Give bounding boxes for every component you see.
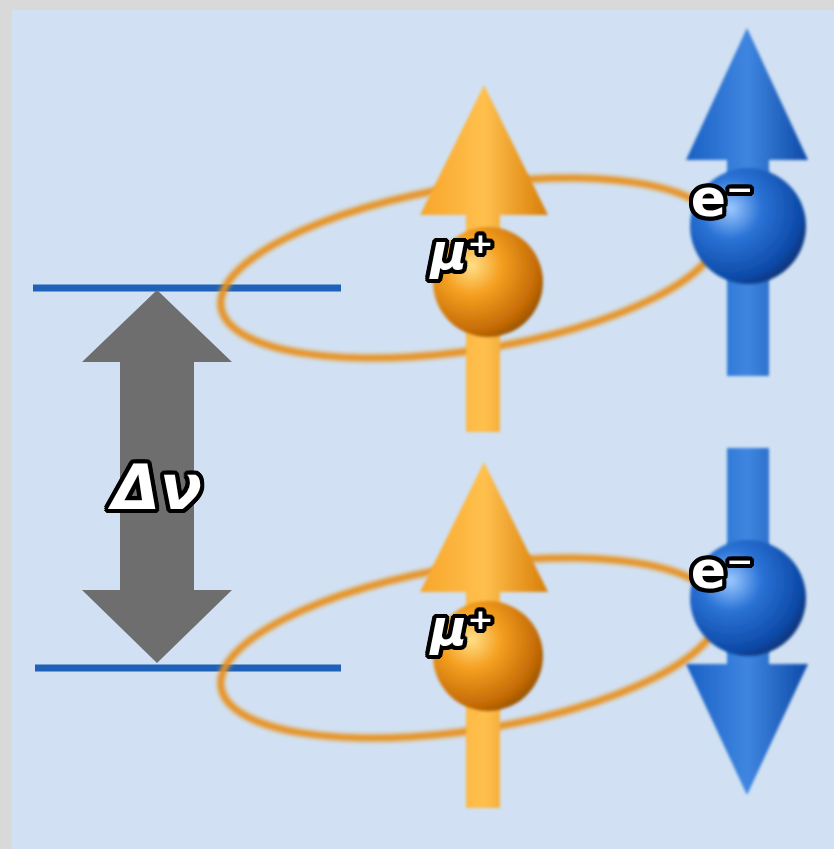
splitting-arrow bbox=[82, 290, 232, 663]
muon-label: μ⁺ bbox=[430, 223, 493, 281]
electron-sphere bbox=[690, 168, 806, 284]
muon-label: μ⁺ bbox=[430, 599, 493, 657]
electron-label-box: e⁻ bbox=[691, 172, 754, 224]
electron-label-box: e⁻ bbox=[691, 544, 754, 596]
muon-label-box: μ⁺ bbox=[430, 227, 493, 277]
splitting-label-box: Δν bbox=[112, 457, 202, 519]
electron-spin-arrow bbox=[686, 28, 808, 376]
electron-label: e⁻ bbox=[691, 540, 754, 600]
splitting-label: Δν bbox=[112, 451, 202, 524]
electron-label: e⁻ bbox=[691, 168, 754, 228]
muon-spin-arrow bbox=[420, 462, 548, 808]
energy-level bbox=[35, 665, 341, 672]
energy-level bbox=[33, 285, 341, 292]
electron-spin-arrow bbox=[686, 448, 808, 795]
electron-sphere bbox=[690, 540, 806, 656]
muon-label-box: μ⁺ bbox=[430, 603, 493, 653]
background-panel bbox=[12, 10, 834, 849]
muon-spin-arrow bbox=[420, 85, 548, 432]
